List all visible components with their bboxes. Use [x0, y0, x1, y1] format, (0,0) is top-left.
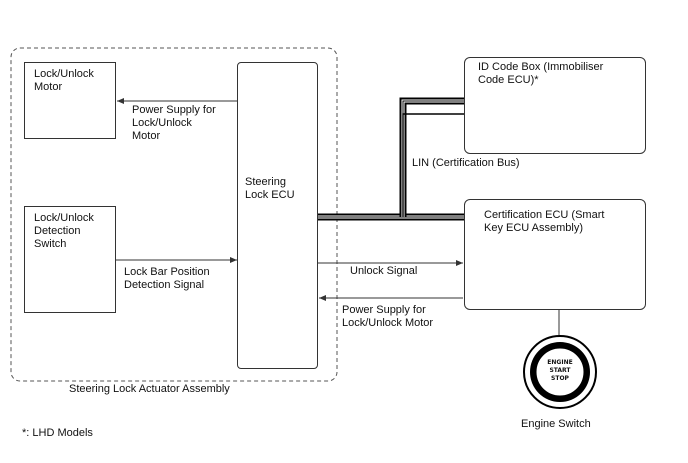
lock-bar-signal-label: Lock Bar Position Detection Signal: [124, 266, 210, 291]
engine-switch-caption: Engine Switch: [521, 418, 591, 430]
motor-label: Lock/Unlock Motor: [34, 68, 94, 93]
lin-bus-label: LIN (Certification Bus): [412, 157, 520, 169]
lin-bus-cable: [318, 97, 464, 221]
power-supply-motor-external-label: Power Supply for Lock/Unlock Motor: [342, 304, 434, 329]
start-label: START: [549, 367, 571, 374]
id-code-box-label: ID Code Box (Immobiliser Code ECU)*: [478, 61, 604, 86]
power-supply-motor-internal-label: Power Supply for Lock/Unlock Motor: [132, 104, 216, 142]
footnote: *: LHD Models: [22, 427, 93, 439]
steering-lock-ecu-box: Steering Lock ECU: [237, 62, 318, 369]
steering-lock-ecu-label: Steering Lock ECU: [245, 176, 295, 201]
certification-ecu-box: Certification ECU (Smart Key ECU Assembl…: [464, 199, 646, 310]
assembly-label: Steering Lock Actuator Assembly: [69, 383, 230, 395]
engine-switch-button-text: ENGINE START STOP: [536, 359, 584, 383]
detection-switch-label: Lock/Unlock Detection Switch: [34, 212, 94, 250]
stop-label: STOP: [551, 375, 569, 382]
detection-switch-box: Lock/Unlock Detection Switch: [24, 206, 116, 313]
certification-ecu-label: Certification ECU (Smart Key ECU Assembl…: [484, 209, 605, 234]
engine-label: ENGINE: [547, 359, 573, 366]
engine-switch-icon: [523, 335, 597, 409]
lock-unlock-motor-box: Lock/Unlock Motor: [24, 62, 116, 139]
id-code-box: ID Code Box (Immobiliser Code ECU)*: [464, 57, 646, 154]
unlock-signal-label: Unlock Signal: [350, 265, 418, 277]
